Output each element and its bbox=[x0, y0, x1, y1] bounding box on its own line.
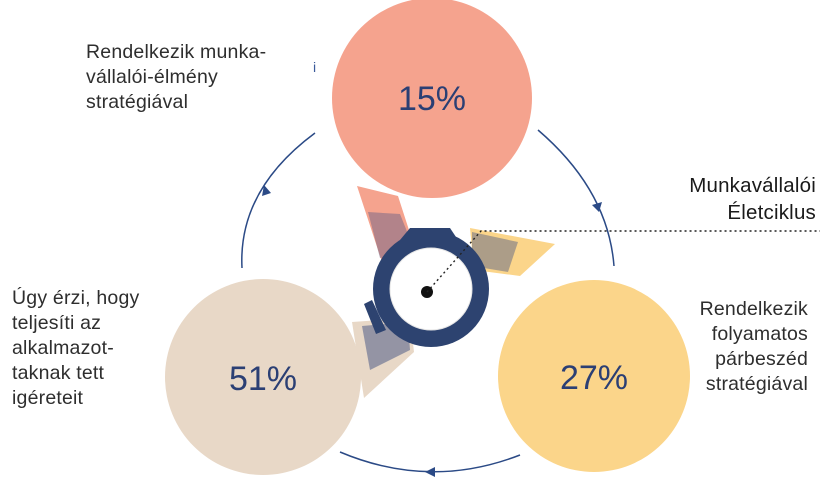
circle-left-value: 51% bbox=[229, 360, 297, 398]
arrowhead-left bbox=[262, 185, 271, 196]
arrow-right-to-bottom bbox=[339, 451, 521, 473]
circle-top-value: 15% bbox=[398, 80, 466, 118]
arrowhead-bottom bbox=[425, 467, 435, 477]
lifecycle-hub bbox=[364, 228, 489, 347]
stray-mark: i bbox=[313, 59, 317, 75]
circle-top: 15% bbox=[332, 0, 532, 198]
arrowhead-right bbox=[592, 202, 602, 212]
hub-tab-top bbox=[400, 228, 458, 240]
label-center-lifecycle: Munkavállalói Életciklus bbox=[689, 174, 816, 224]
label-right-dialogue: Rendelkezik folyamatos párbeszéd stratég… bbox=[699, 298, 808, 395]
label-top-strategy: Rendelkezik munka- vállalói-élmény strat… bbox=[86, 41, 267, 113]
circle-right-value: 27% bbox=[560, 359, 628, 397]
circle-right: 27% bbox=[498, 280, 690, 472]
arrow-left-to-top bbox=[241, 132, 316, 269]
arrow-top-to-right bbox=[537, 129, 615, 267]
label-left-promises: Úgy érzi, hogy teljesíti az alkalmazot- … bbox=[12, 287, 140, 409]
blade-right-shade bbox=[472, 232, 518, 272]
center-leader-line bbox=[426, 230, 820, 293]
circle-left: 51% bbox=[165, 279, 361, 475]
hub-tab-left bbox=[364, 300, 386, 334]
hub-blades bbox=[352, 186, 555, 398]
